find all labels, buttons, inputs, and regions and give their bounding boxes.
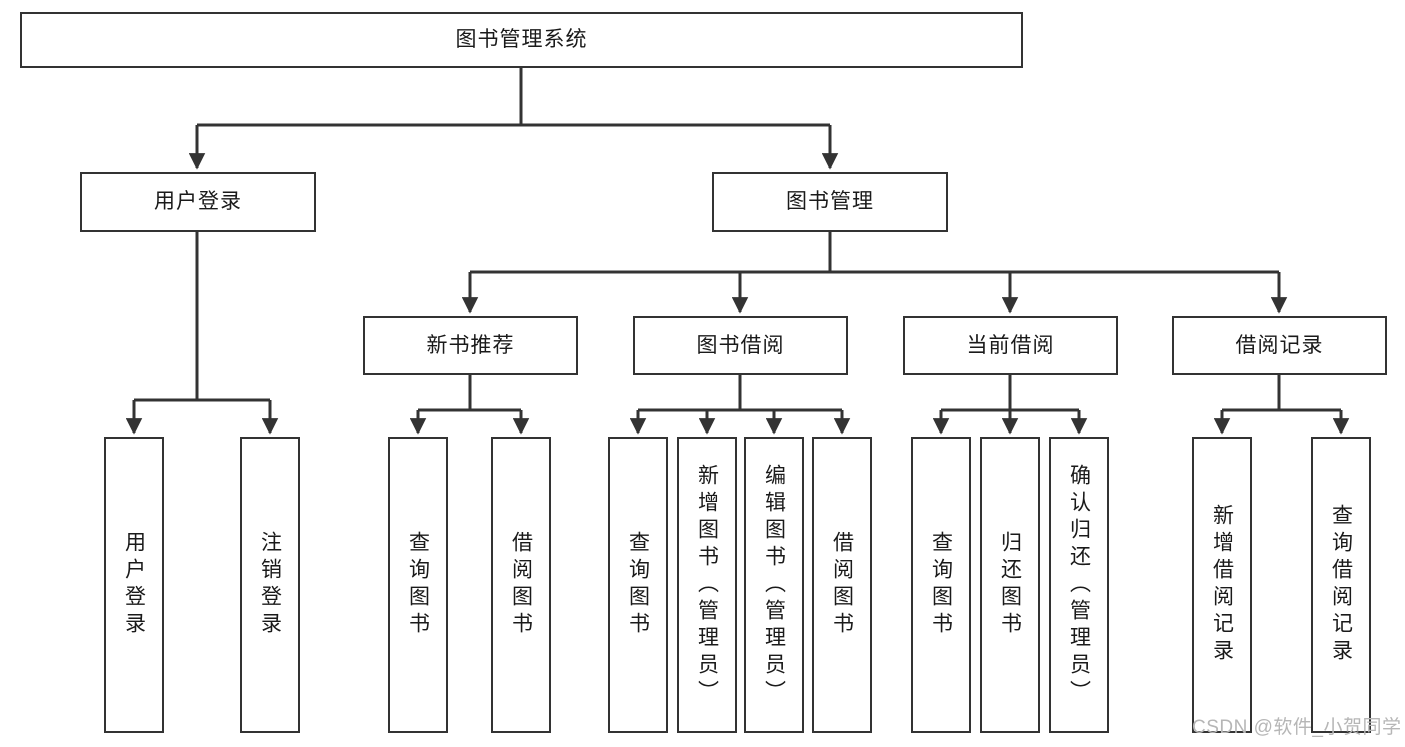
leaf-label: 借阅图书: [830, 531, 854, 639]
leaf-query-book-recommend[interactable]: 查询图书: [388, 437, 448, 733]
node-borrow-record[interactable]: 借阅记录: [1172, 316, 1387, 375]
leaf-add-book[interactable]: 新增图书（管理员）: [677, 437, 737, 733]
leaf-add-borrow-record[interactable]: 新增借阅记录: [1192, 437, 1252, 733]
leaf-label: 借阅图书: [509, 531, 533, 639]
leaf-query-book-borrow[interactable]: 查询图书: [608, 437, 668, 733]
leaf-label: 编辑图书（管理员）: [762, 463, 786, 707]
leaf-confirm-return[interactable]: 确认归还（管理员）: [1049, 437, 1109, 733]
node-book-borrow[interactable]: 图书借阅: [633, 316, 848, 375]
leaf-logout[interactable]: 注销登录: [240, 437, 300, 733]
leaf-label: 确认归还（管理员）: [1067, 463, 1091, 707]
node-book-management[interactable]: 图书管理: [712, 172, 948, 232]
leaf-label: 查询图书: [626, 531, 650, 639]
leaf-query-borrow-record[interactable]: 查询借阅记录: [1311, 437, 1371, 733]
node-root-system[interactable]: 图书管理系统: [20, 12, 1023, 68]
leaf-label: 查询图书: [929, 531, 953, 639]
leaf-query-book-current[interactable]: 查询图书: [911, 437, 971, 733]
leaf-edit-book[interactable]: 编辑图书（管理员）: [744, 437, 804, 733]
leaf-label: 新增图书（管理员）: [695, 463, 719, 707]
leaf-borrow-book-recommend[interactable]: 借阅图书: [491, 437, 551, 733]
leaf-return-book[interactable]: 归还图书: [980, 437, 1040, 733]
leaf-label: 新增借阅记录: [1210, 504, 1234, 666]
leaf-label: 归还图书: [998, 531, 1022, 639]
leaf-label: 用户登录: [122, 531, 146, 639]
node-new-book-recommend[interactable]: 新书推荐: [363, 316, 578, 375]
leaf-label: 查询借阅记录: [1329, 504, 1353, 666]
leaf-label: 查询图书: [406, 531, 430, 639]
node-user-login[interactable]: 用户登录: [80, 172, 316, 232]
node-current-borrow[interactable]: 当前借阅: [903, 316, 1118, 375]
leaf-user-login[interactable]: 用户登录: [104, 437, 164, 733]
csdn-watermark: CSDN @软件_小贺同学: [1192, 717, 1402, 738]
leaf-label: 注销登录: [258, 531, 282, 639]
leaf-borrow-book[interactable]: 借阅图书: [812, 437, 872, 733]
